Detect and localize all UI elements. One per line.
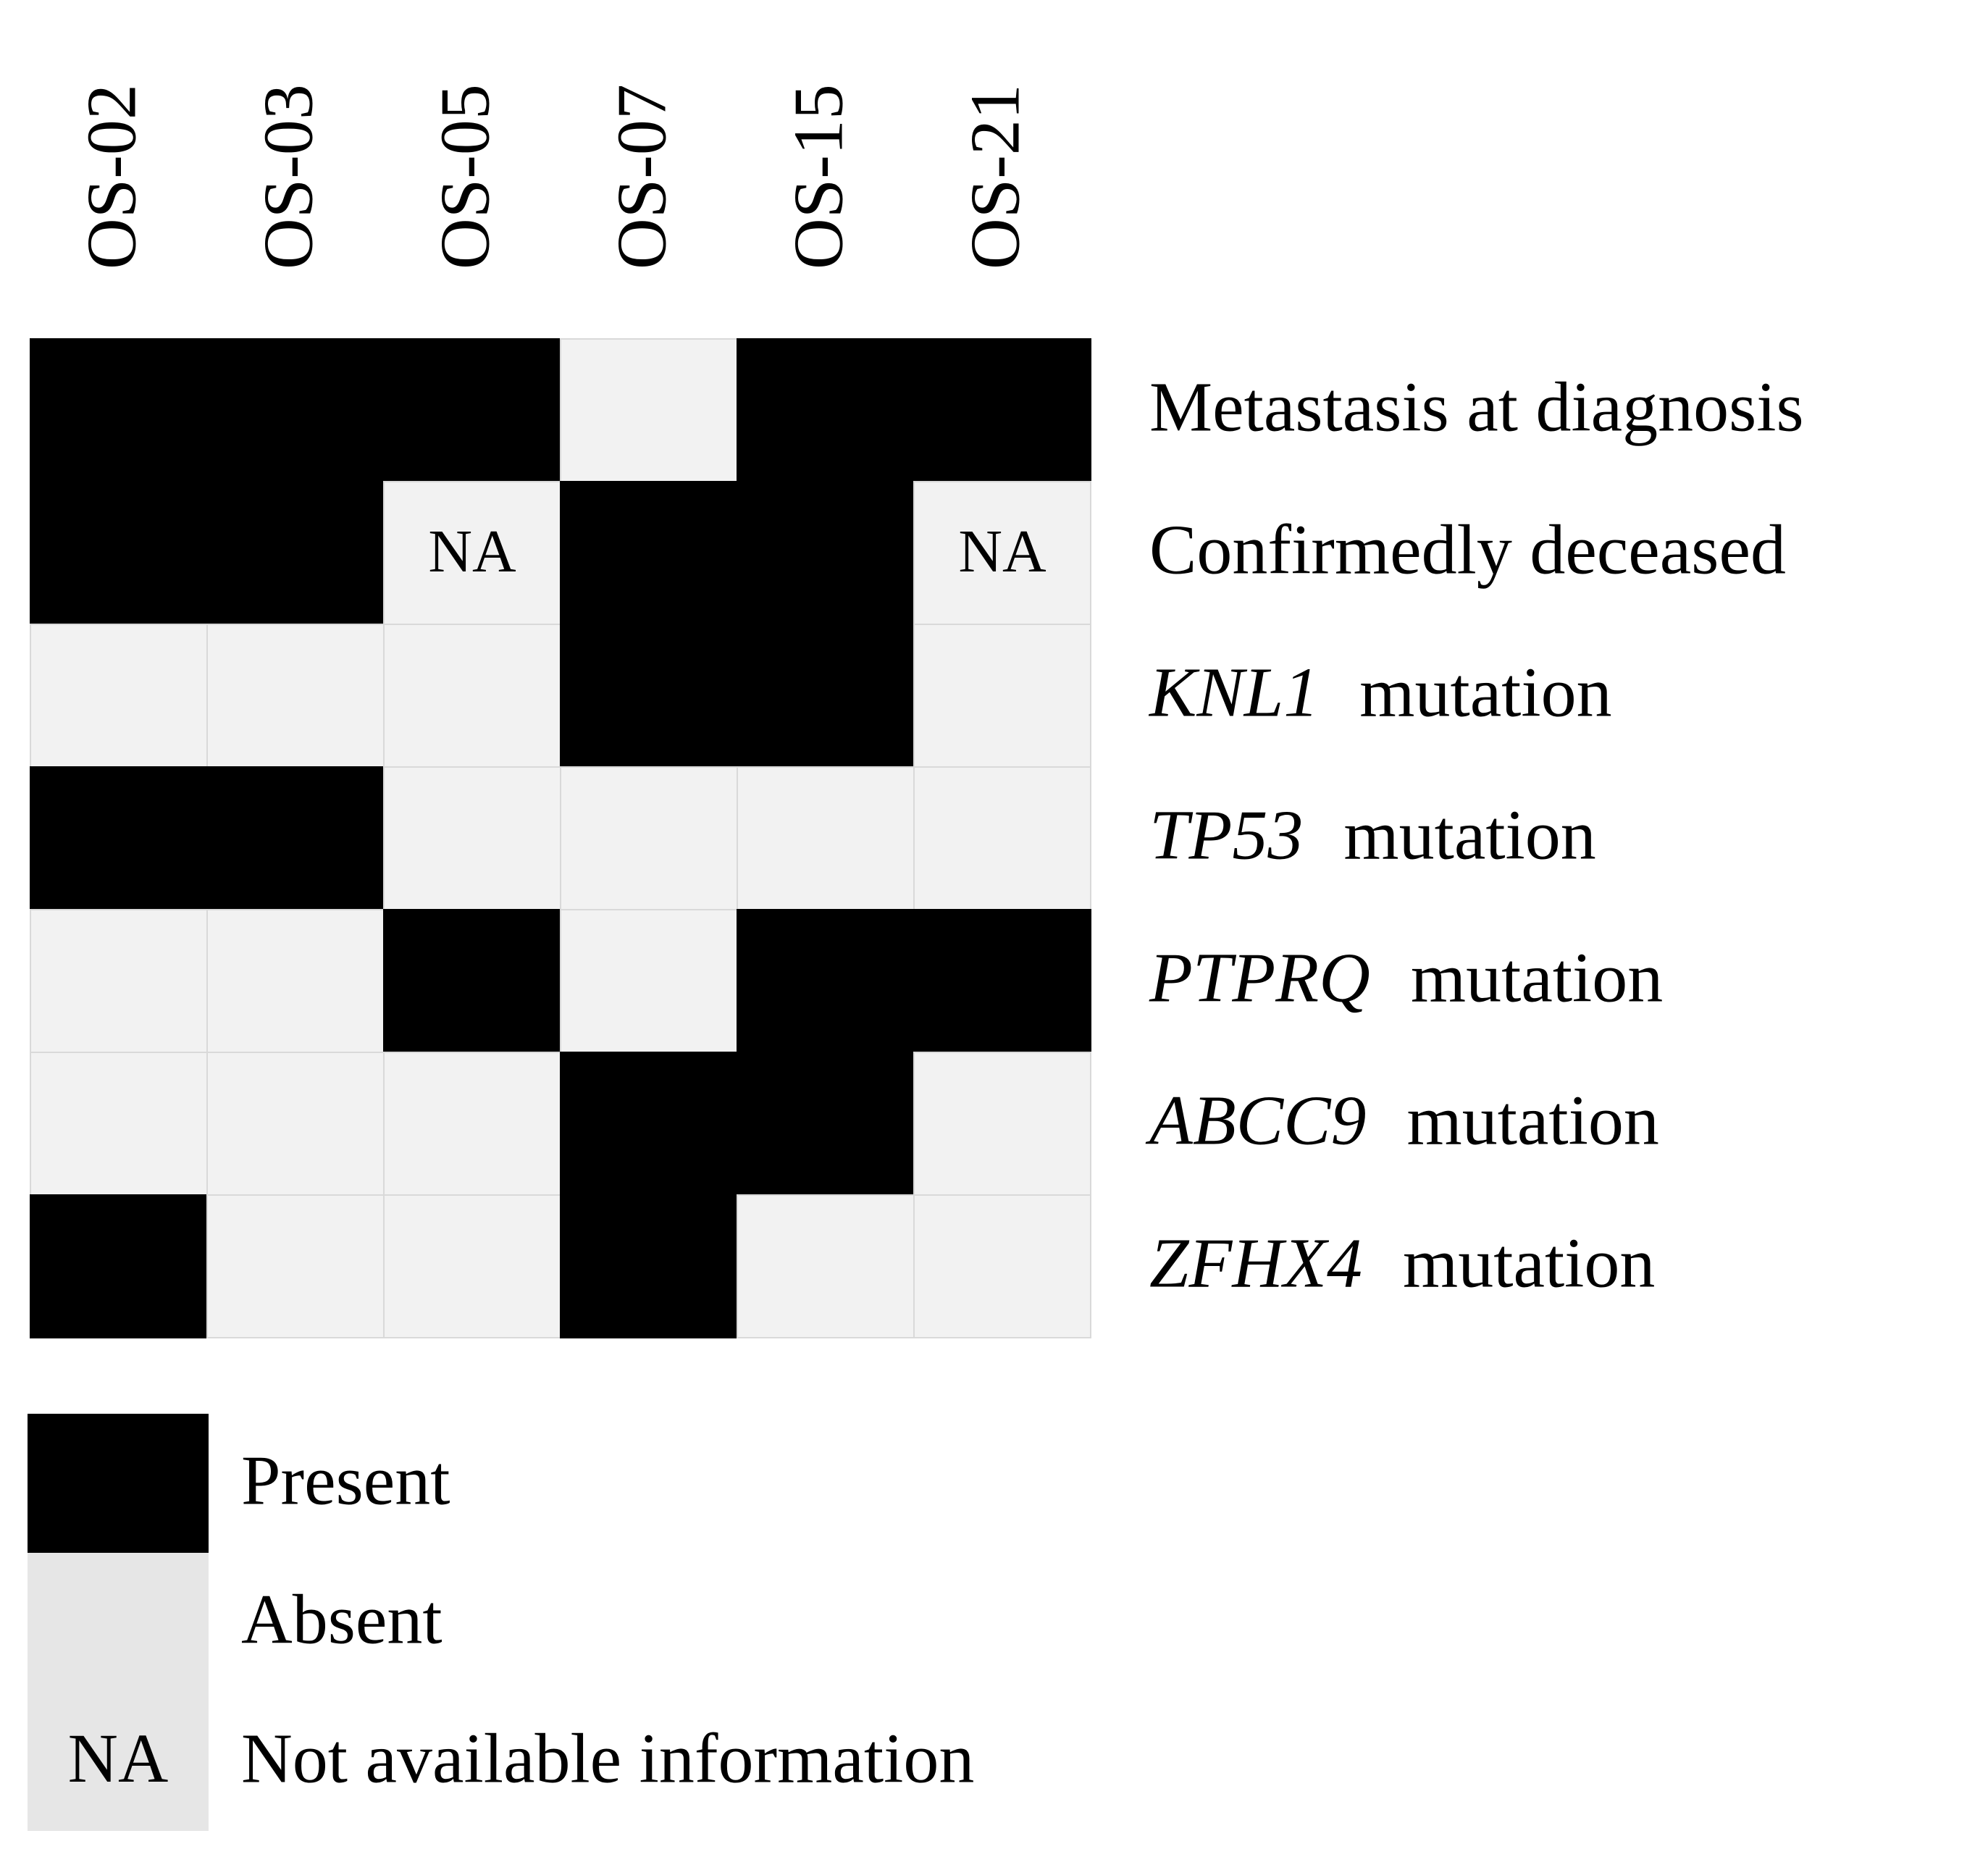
cell-present [737, 1052, 915, 1196]
gene-name: KNL1 [1148, 654, 1319, 732]
legend-label: Absent [241, 1580, 443, 1659]
row-label-suffix: mutation [1343, 797, 1595, 875]
cell-present [30, 481, 208, 625]
cell-absent [737, 1194, 915, 1338]
row-label: TP53 mutation [1149, 797, 1596, 875]
gene-name: PTPRQ [1149, 939, 1370, 1018]
row-label: ZFHX4 mutation [1149, 1225, 1655, 1303]
column-labels: OS-02 OS-03 OS-05 OS-07 OS-15 OS-21 [72, 84, 1034, 269]
gene-name: ABCC9 [1145, 1082, 1366, 1160]
cell-absent [913, 624, 1091, 768]
cell-absent [560, 766, 738, 910]
cell-present [560, 624, 738, 768]
row-label: PTPRQ mutation [1149, 939, 1663, 1018]
cell-absent [383, 1194, 561, 1338]
row-label-suffix: mutation [1411, 939, 1663, 1018]
column-label: OS-07 [603, 84, 681, 269]
column-label: OS-15 [779, 84, 857, 269]
row-label-suffix: mutation [1406, 1082, 1658, 1160]
cell-present [560, 481, 738, 625]
cell-absent [913, 766, 1091, 910]
row-label-suffix: mutation [1359, 654, 1611, 732]
cell-present [383, 338, 561, 482]
cell-absent [30, 624, 208, 768]
legend-swatch-text: NA [68, 1719, 169, 1797]
heatmap-cells: NA NA [30, 338, 1091, 1338]
gene-name: ZFHX4 [1149, 1225, 1362, 1303]
cell-absent [560, 338, 738, 482]
cell-absent [206, 1052, 385, 1196]
cell-present [30, 766, 208, 910]
cell-present [560, 1052, 738, 1196]
row-label: Metastasis at diagnosis [1149, 369, 1804, 447]
cell-absent [30, 1052, 208, 1196]
legend-swatch-na [28, 1692, 209, 1831]
cell-present [737, 624, 915, 768]
cell-absent [206, 624, 385, 768]
cell-absent [383, 1052, 561, 1196]
column-label: OS-05 [426, 84, 504, 269]
row-label: ABCC9 mutation [1145, 1082, 1659, 1160]
cell-present [30, 338, 208, 482]
legend-swatch-absent [28, 1553, 209, 1692]
cell-absent [737, 766, 915, 910]
legend-label: Present [241, 1441, 450, 1519]
cell-absent [913, 1194, 1091, 1338]
cell-absent [383, 624, 561, 768]
legend-label: Not available information [241, 1719, 974, 1798]
cell-present [30, 1194, 208, 1338]
cell-present [913, 338, 1091, 482]
row-label: Confirmedly deceased [1149, 511, 1786, 590]
row-label-suffix: mutation [1403, 1225, 1655, 1303]
row-label-text: Metastasis at diagnosis [1149, 369, 1804, 447]
cell-present [560, 1194, 738, 1338]
cell-present [206, 766, 385, 910]
cell-absent [383, 766, 561, 910]
na-cell-label: NA [958, 518, 1047, 585]
row-label-text: Confirmedly deceased [1149, 511, 1786, 590]
column-label: OS-02 [72, 84, 151, 269]
cell-absent [206, 1194, 385, 1338]
cell-absent [206, 909, 385, 1053]
cell-present [206, 338, 385, 482]
cell-na [913, 481, 1091, 625]
na-cell-label: NA [428, 518, 516, 585]
cell-present [206, 481, 385, 625]
column-label: OS-21 [956, 84, 1034, 269]
cell-na [383, 481, 561, 625]
cell-absent [30, 909, 208, 1053]
cell-present [737, 338, 915, 482]
cell-present [913, 909, 1091, 1053]
gene-name: TP53 [1149, 797, 1303, 875]
cell-present [737, 909, 915, 1053]
cell-present [737, 481, 915, 625]
cell-absent [913, 1052, 1091, 1196]
legend-swatch-present [28, 1414, 209, 1553]
cell-absent [560, 909, 738, 1053]
cell-present [383, 909, 561, 1053]
column-label: OS-03 [249, 84, 327, 269]
row-label: KNL1 mutation [1148, 654, 1612, 732]
